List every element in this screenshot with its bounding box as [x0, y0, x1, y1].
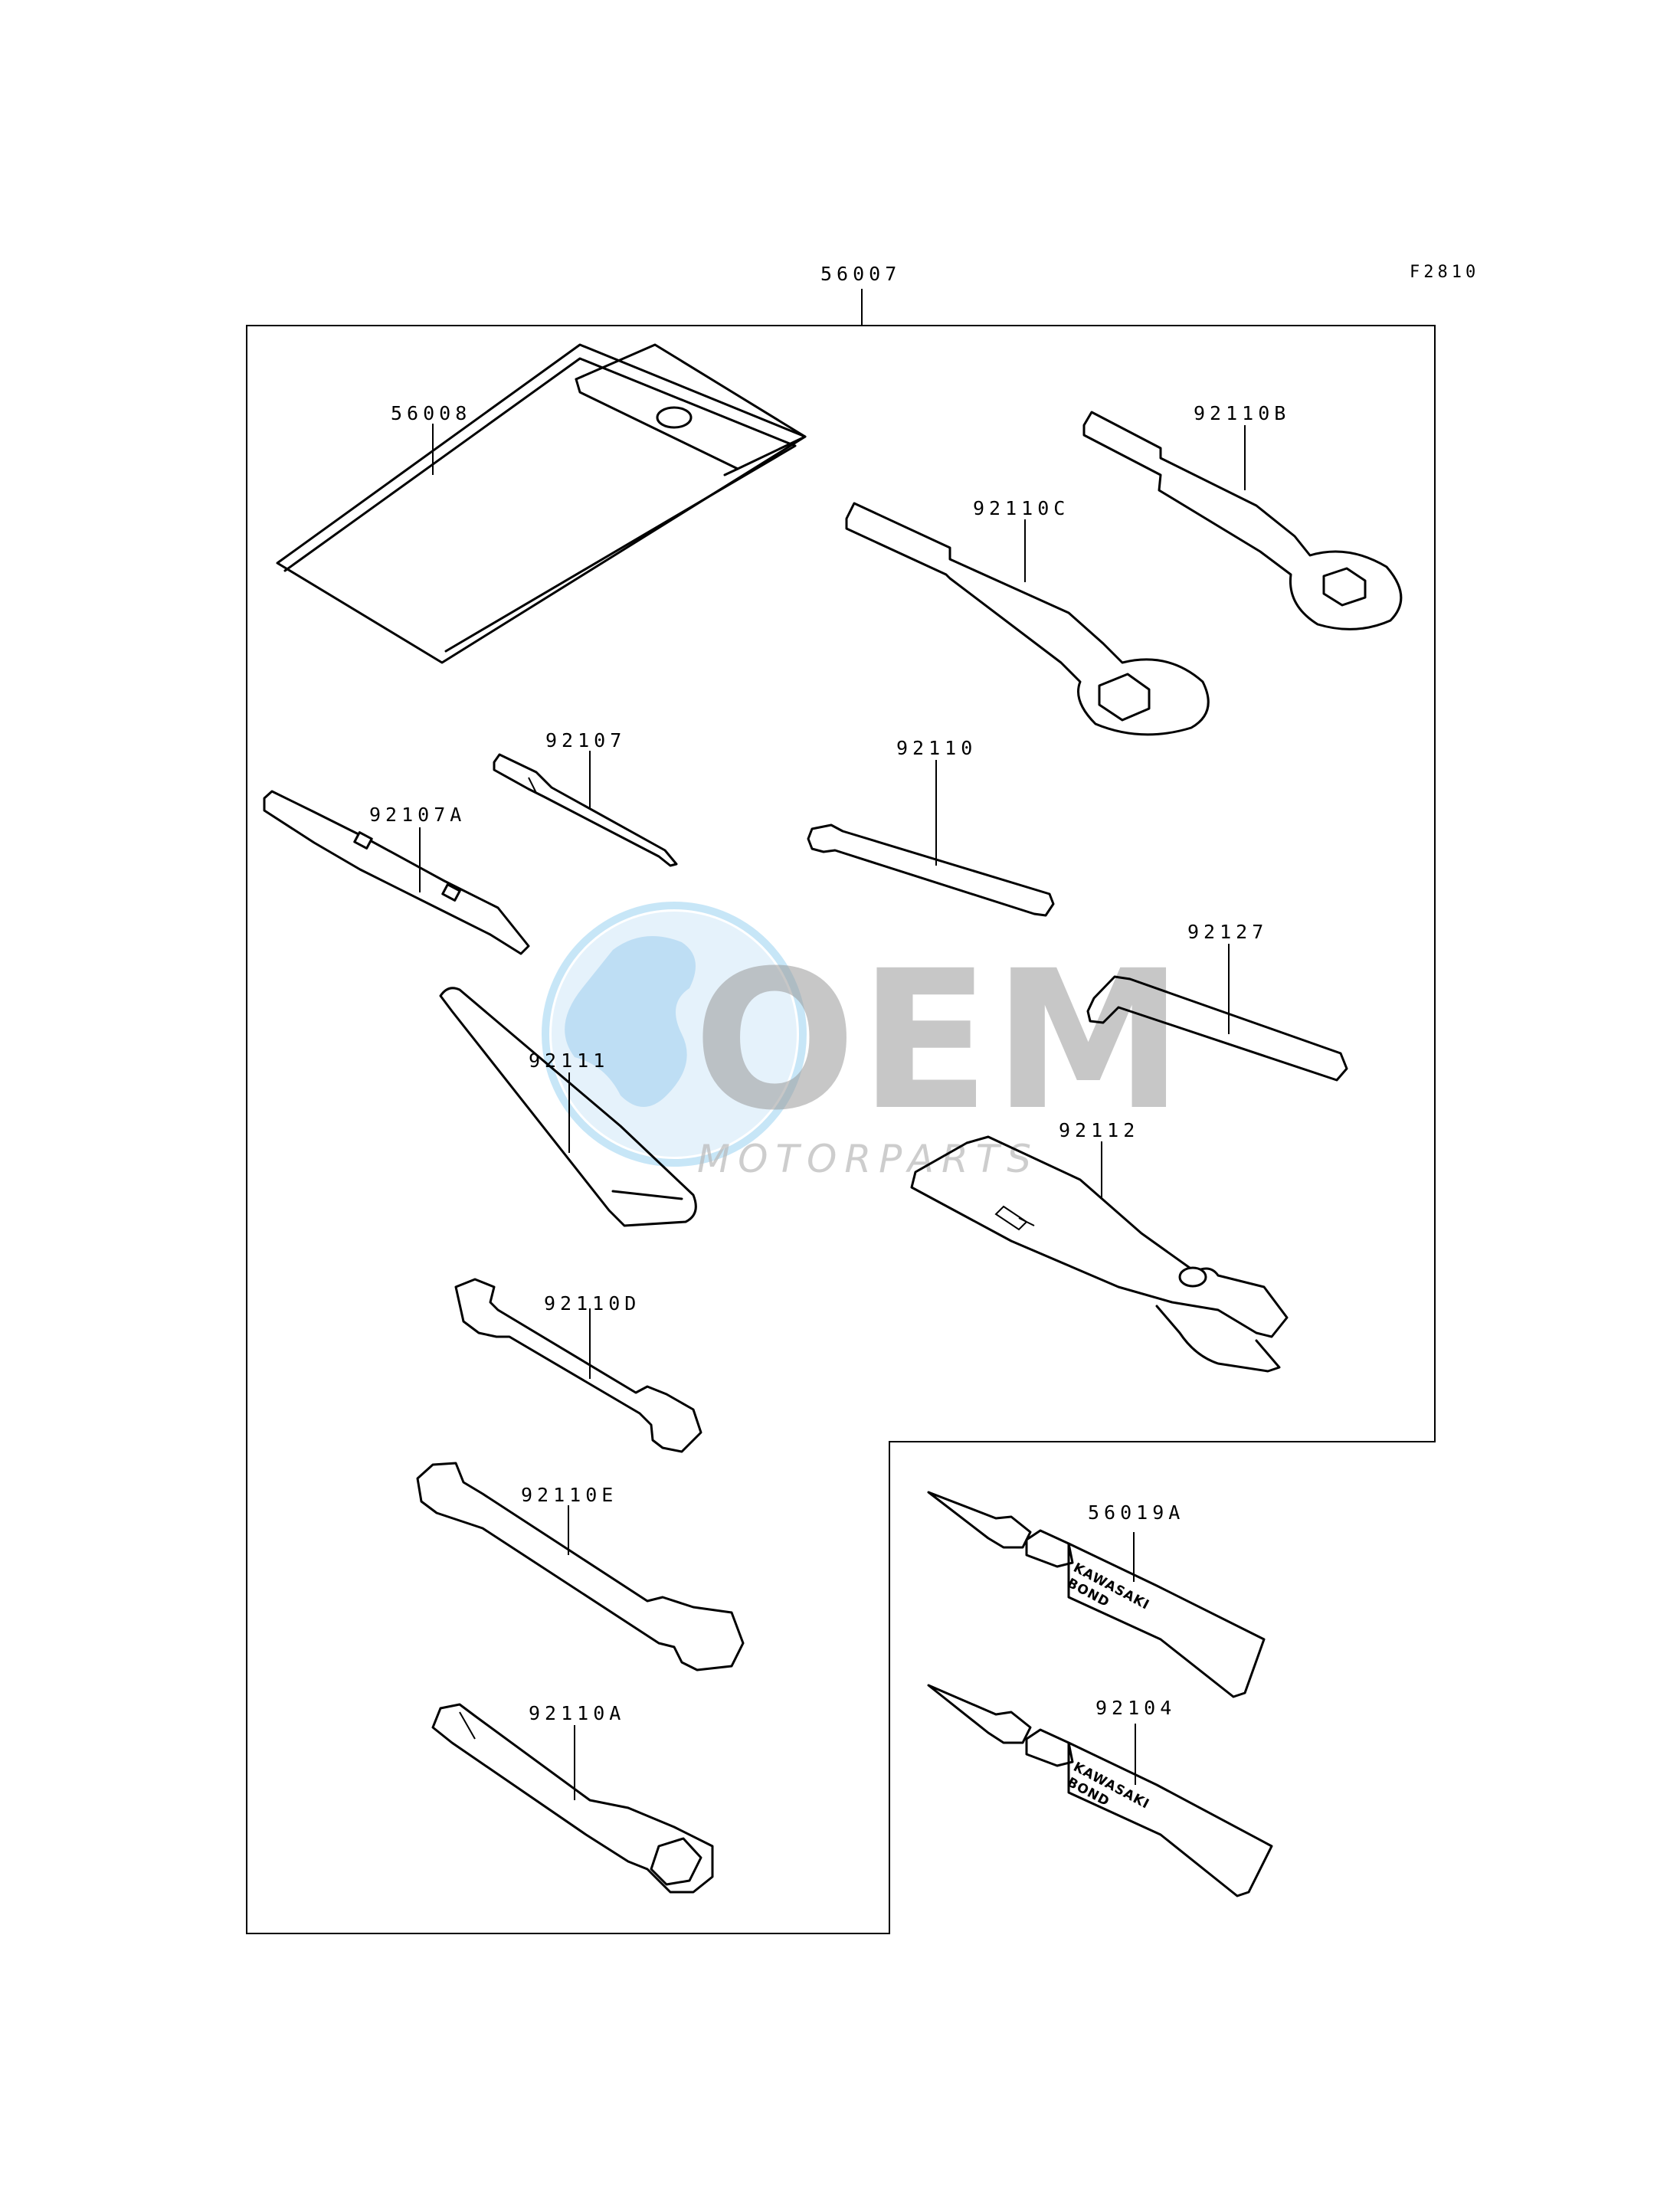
bond-tube-1-drawing: KAWASAKI BOND 56019A [927, 1491, 1266, 1698]
label-92107A: 92107A [369, 804, 466, 826]
handle-bar-drawing: 92111 [439, 987, 697, 1227]
label-92127: 92127 [1187, 921, 1268, 943]
label-56019A: 56019A [1088, 1501, 1184, 1524]
open-wrench-small-drawing: 92110D [454, 1278, 702, 1453]
watermark-logo-text: OEM [693, 929, 1187, 1152]
label-92110A: 92110A [529, 1702, 625, 1724]
tool-bag-drawing: 56008 [276, 343, 807, 664]
open-wrench-large-drawing: 92110E [416, 1462, 745, 1671]
label-92110E: 92110E [521, 1484, 617, 1506]
plug-wrench-drawing: 92110A [431, 1702, 714, 1894]
label-92111: 92111 [529, 1049, 609, 1072]
label-92110D: 92110D [544, 1292, 640, 1315]
ring-wrench-large-drawing: 92110C [845, 497, 1210, 736]
label-92112: 92112 [1059, 1119, 1139, 1141]
label-56008: 56008 [391, 402, 471, 424]
label-92110B: 92110B [1194, 402, 1290, 424]
assembly-number: 56007 [820, 263, 901, 285]
hex-key-large-drawing: 92127 [1086, 921, 1348, 1082]
assembly-frame [246, 289, 1436, 1934]
label-92110C: 92110C [973, 497, 1069, 519]
label-92107: 92107 [545, 729, 626, 751]
label-92110: 92110 [896, 737, 977, 759]
screwdriver-bit-drawing: 92107 [493, 729, 678, 867]
label-92104: 92104 [1095, 1697, 1176, 1719]
bond-tube-2-drawing: KAWASAKI BOND 92104 [927, 1684, 1273, 1897]
figure-code: F2810 [1410, 263, 1479, 282]
watermark-subtitle: MOTORPARTS [697, 1137, 1039, 1181]
double-screwdriver-drawing: 92107A [263, 790, 530, 955]
pliers-drawing: 92112 [910, 1119, 1289, 1373]
hex-key-drawing: 92110 [807, 737, 1055, 917]
watermark: OEM MOTORPARTS [542, 902, 1187, 1181]
ring-wrench-small-drawing: 92110B [1082, 402, 1403, 630]
